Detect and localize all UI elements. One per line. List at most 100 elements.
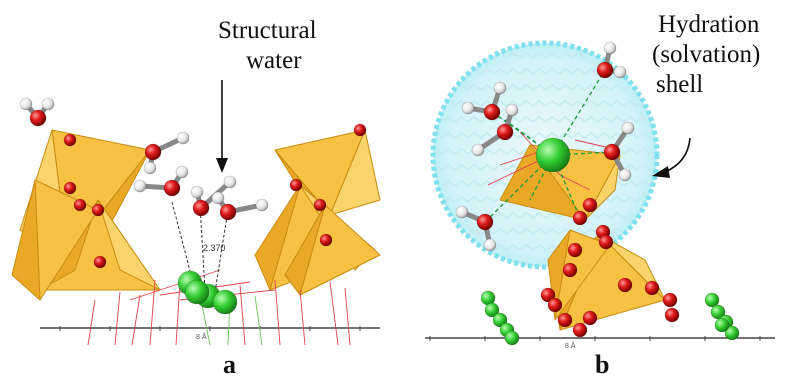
hydration-shell-line-1: Hydration [658,11,760,38]
oxygen-atom [547,297,563,313]
structural-water-2-hydrogen [190,185,204,199]
oxygen-atom [662,292,678,308]
coordination-line-a [214,209,229,293]
oxygen-atom [63,181,77,195]
water-a-top-center-hydrogen [176,131,190,145]
hydration-water-1-hydrogen [493,81,507,95]
structural-water-1-oxygen [163,179,181,197]
substrate-line [129,269,221,301]
substrate-line-green [254,295,263,346]
oxygen-atom [582,197,598,213]
oxygen-atom [540,287,556,303]
oxygen-atom [557,312,573,328]
oxygen-atom [572,210,588,226]
oxygen-atom [598,234,614,250]
substrate-line [114,291,121,346]
hydration-shell-label: Hydration (solvation) shell [652,10,760,100]
substrate-line-b [487,159,541,186]
hydration-shell-arrow [664,137,691,173]
tetrahedron-face [254,184,301,291]
structural-water-2-oxygen [192,199,210,217]
substrate-ion [484,302,500,318]
hydration-water-1-oxygen [483,103,501,121]
panel-label-b: b [595,350,610,379]
substrate-line [329,281,339,346]
substrate-line [274,279,281,346]
oxygen-atom [582,310,598,326]
substrate-line [299,289,306,346]
substrate-line [175,281,181,346]
hydrated-cation [535,137,571,173]
panel-label-a: a [223,350,236,379]
substrate-line-b [559,174,591,191]
hydration-water-4-hydrogen [618,168,632,182]
tetrahedron-a-right-inner [284,204,381,296]
oxygen-atom [93,255,107,269]
substrate-line-b [574,139,611,149]
structural-water-label: Structural water [218,16,317,76]
hydration-shell-line-3: shell [656,71,704,98]
oxygen-atom [572,322,588,338]
tetrahedron-face [329,129,381,216]
tetrahedron-face [97,199,161,291]
oxygen-atom [73,198,87,212]
hydration-water-2-hydrogen [471,143,485,157]
oxygen-atom [562,262,578,278]
hydration-shell-arrowhead [652,166,670,178]
structural-water-3-oxygen [219,203,237,221]
structural-water-2-hydrogen [223,175,237,189]
hydration-water-5-oxygen [476,213,494,231]
coordination-line-b [552,154,581,219]
substrate-ion [714,317,730,333]
structural-water-1-hydrogen [175,165,189,179]
substrate-line [87,299,96,346]
water-a-top-left-hydrogen [41,97,55,111]
hydration-water-3-hydrogen [603,41,617,55]
cation-ion [184,279,210,305]
structural-water-3-hydrogen [211,191,225,205]
structural-water-line-2: water [246,47,302,74]
structural-water-1-hydrogen [133,179,147,193]
water-a-top-center-hydrogen [143,161,157,175]
scale-label-b: 8 Å [565,343,576,350]
distance-label: 2.370 [203,243,226,253]
substrate-ion [492,312,508,328]
substrate-ion [504,330,520,346]
tetrahedron-face [284,204,326,296]
scale-label-a: 8 Å [196,334,207,341]
hydration-water-1-hydrogen [461,101,475,115]
hydration-water-2-oxygen [496,123,514,141]
hydration-water-5-hydrogen [455,205,469,219]
substrate-ion [710,304,726,320]
hydration-water-3-hydrogen [613,65,627,79]
oxygen-atom [319,233,333,247]
hydration-water-4-oxygen [603,143,621,161]
oxygen-atom [617,277,633,293]
tetrahedron-face [11,179,41,301]
oxygen-atom [353,123,367,137]
oxygen-atom [313,198,327,212]
coordination-line-a [199,204,206,291]
oxygen-atom [644,280,660,296]
oxygen-atom [63,133,77,147]
substrate-line [149,279,156,346]
substrate-line [131,294,141,346]
water-a-top-left-oxygen [29,109,47,127]
oxygen-atom [289,178,303,192]
oxygen-atom [91,203,105,217]
water-a-top-left-hydrogen [19,97,33,111]
oxygen-atom [567,242,583,258]
substrate-line [239,284,246,346]
hydration-water-4-hydrogen [621,121,635,135]
hydration-shell-line-2: (solvation) [652,41,761,68]
structural-water-line-1: Structural [218,17,317,44]
hydration-water-3-oxygen [596,61,614,79]
cation-ion [212,289,238,315]
substrate-ion [724,325,740,341]
hydration-water-5-hydrogen [483,238,497,252]
water-a-top-center-oxygen [144,143,162,161]
substrate-ion [704,292,720,308]
substrate-line [344,287,351,346]
